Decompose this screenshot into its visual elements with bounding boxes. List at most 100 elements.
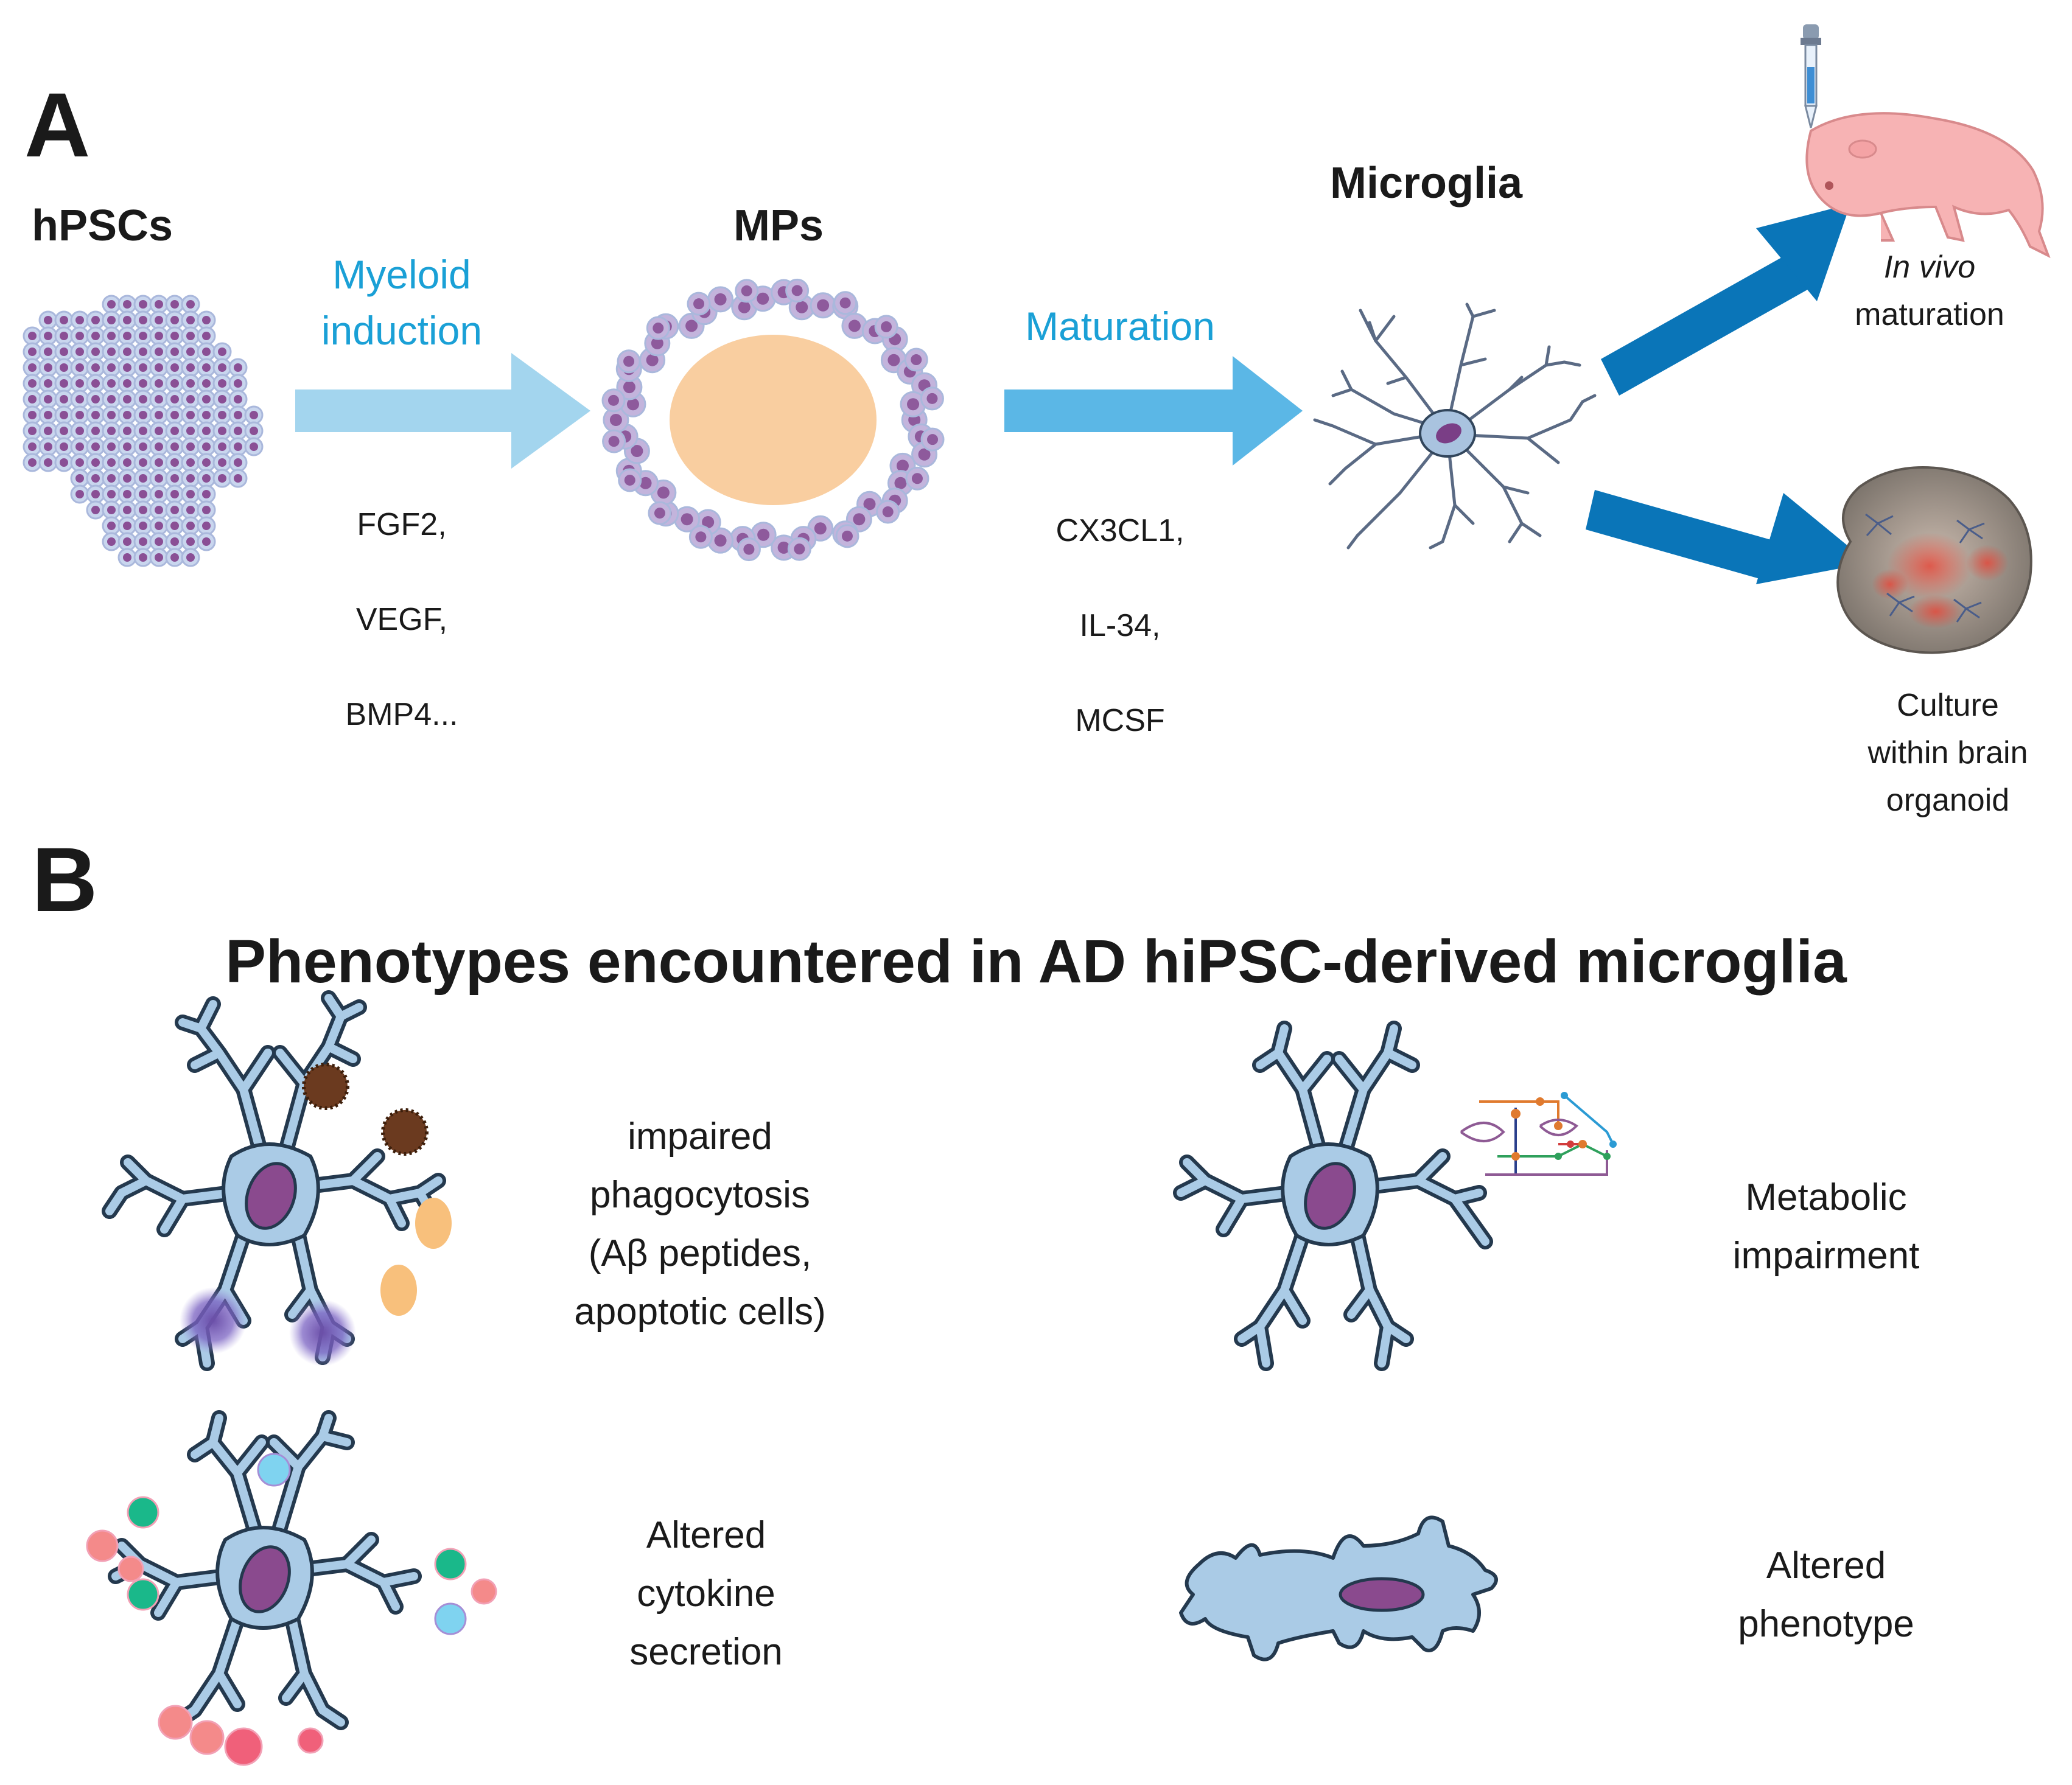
stem-cell-nucleus <box>218 458 226 467</box>
stem-cell-nucleus <box>155 506 163 514</box>
stem-cell-nucleus <box>202 427 211 435</box>
stem-cell-nucleus <box>123 458 131 467</box>
stem-cell-nucleus <box>234 379 242 388</box>
stem-cell-nucleus <box>139 379 147 388</box>
stem-cell-nucleus <box>139 332 147 340</box>
myeloid-progenitor-nucleus <box>743 543 755 555</box>
stem-cell-nucleus <box>123 395 131 403</box>
myeloid-progenitor-nucleus <box>757 528 770 541</box>
stem-cell-nucleus <box>139 363 147 372</box>
stem-cell-nucleus <box>139 442 147 451</box>
stem-cell-nucleus <box>202 537 211 546</box>
stem-cell-nucleus <box>107 474 116 483</box>
stem-cell-nucleus <box>186 553 195 562</box>
stem-cell-nucleus <box>186 474 195 483</box>
organoid-caption: Culture within brain organoid <box>1814 682 2072 824</box>
stem-cell-nucleus <box>91 379 100 388</box>
stem-cell-nucleus <box>139 411 147 419</box>
factor-cx3cl1: CX3CL1, <box>1055 513 1185 548</box>
pheno3-line2: cytokine <box>637 1573 775 1615</box>
stem-cell-nucleus <box>75 379 84 388</box>
myeloid-progenitor-nucleus <box>894 477 907 489</box>
stem-cell-nucleus <box>202 411 211 419</box>
stem-cell-nucleus <box>139 506 147 514</box>
stem-cell-nucleus <box>202 379 211 388</box>
myeloid-progenitor-nucleus <box>624 474 635 486</box>
stem-cell-nucleus <box>28 458 37 467</box>
panel-b-letter: B <box>32 828 98 931</box>
stem-cell-nucleus <box>170 522 179 530</box>
stem-cell-nucleus <box>170 316 179 324</box>
stem-cell-nucleus <box>170 411 179 419</box>
myeloid-progenitor-nucleus <box>639 477 652 489</box>
myeloid-progenitor-nucleus <box>681 513 693 526</box>
stem-cell-nucleus <box>218 427 226 435</box>
myeloid-progenitor-nucleus <box>881 321 892 332</box>
step1-label-line2: induction <box>321 308 483 354</box>
cytokine-nucleus <box>239 1545 291 1613</box>
stem-cell-nucleus <box>123 442 131 451</box>
stem-cell-nucleus <box>155 332 163 340</box>
stem-cell-nucleus <box>234 442 242 451</box>
stem-cell-nucleus <box>123 379 131 388</box>
stem-cell-nucleus <box>202 348 211 356</box>
apoptotic-cell-icon <box>380 1198 452 1316</box>
mp-cluster <box>601 278 945 562</box>
pheno2-line1: Metabolic <box>1745 1176 1907 1218</box>
stem-cell-nucleus <box>250 411 258 419</box>
stem-cell-nucleus <box>186 490 195 498</box>
stem-cell-nucleus <box>123 363 131 372</box>
stem-cell-nucleus <box>186 300 195 309</box>
stem-cell-nucleus <box>28 363 37 372</box>
myeloid-progenitor-nucleus <box>654 508 665 519</box>
stem-cell-nucleus <box>107 348 116 356</box>
stage-label-hpscs: hPSCs <box>32 201 173 250</box>
stem-cell-nucleus <box>107 332 116 340</box>
stem-cell-nucleus <box>186 427 195 435</box>
pheno3-line1: Altered <box>646 1514 766 1556</box>
stem-cell-nucleus <box>155 458 163 467</box>
myeloid-progenitor-nucleus <box>714 534 727 547</box>
stem-cell-nucleus <box>75 474 84 483</box>
stem-cell-nucleus <box>123 506 131 514</box>
myeloid-progenitor-nucleus <box>796 301 808 313</box>
stem-cell-nucleus <box>91 316 100 324</box>
pheno1-line3: (Aβ peptides, <box>588 1232 812 1275</box>
metabolic-microglia <box>1173 1021 1493 1371</box>
factor-vegf: VEGF, <box>355 602 448 637</box>
stem-cell-nucleus <box>186 316 195 324</box>
myeloid-progenitor-nucleus <box>714 293 727 306</box>
stem-cell-nucleus <box>28 348 37 356</box>
brain-organoid-icon <box>1836 466 2032 654</box>
phenotype-cytokine: Altered cytokine secretion <box>523 1506 889 1682</box>
stem-cell-nucleus <box>139 395 147 403</box>
myeloid-progenitor-nucleus <box>911 473 923 484</box>
stem-cell-nucleus <box>60 458 68 467</box>
stem-cell-nucleus <box>186 522 195 530</box>
myeloid-progenitor-nucleus <box>702 515 715 528</box>
amyloid-beta-icon <box>302 1063 429 1156</box>
stem-cell-nucleus <box>139 553 147 562</box>
cytokine-particles-icon <box>86 1453 497 1766</box>
stem-cell-nucleus <box>234 363 242 372</box>
stem-cell-nucleus <box>123 427 131 435</box>
stem-cell-nucleus <box>107 395 116 403</box>
stem-cell-nucleus <box>202 522 211 530</box>
stem-cell-nucleus <box>155 553 163 562</box>
stem-cell-nucleus <box>155 427 163 435</box>
myeloid-progenitor-nucleus <box>631 445 643 458</box>
stem-cell-nucleus <box>60 411 68 419</box>
stem-cell-nucleus <box>202 442 211 451</box>
phenotype-metabolic: Metabolic impairment <box>1643 1168 2009 1285</box>
myeloid-progenitor-nucleus <box>685 320 698 332</box>
stem-cell-nucleus <box>170 332 179 340</box>
pheno3-line3: secretion <box>629 1631 783 1674</box>
stem-cell-nucleus <box>60 316 68 324</box>
stem-cell-nucleus <box>218 411 226 419</box>
stem-cell-nucleus <box>218 379 226 388</box>
altered-phenotype-microglia <box>1179 1515 1498 1661</box>
organoid-line3: organoid <box>1886 783 2010 818</box>
stem-cell-nucleus <box>155 537 163 546</box>
stem-cell-nucleus <box>123 490 131 498</box>
phenotype-phagocytosis: impaired phagocytosis (Aβ peptides, apop… <box>511 1108 889 1341</box>
